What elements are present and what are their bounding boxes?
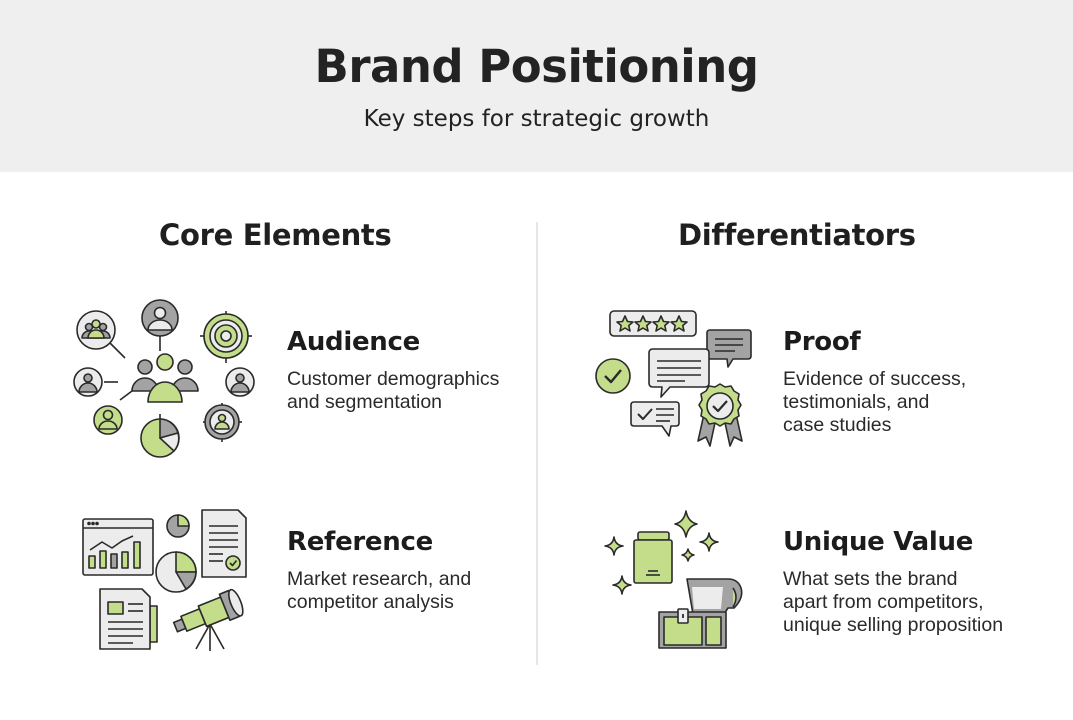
item-title-audience: Audience — [287, 327, 420, 357]
header-banner: Brand Positioning Key steps for strategi… — [0, 0, 1073, 172]
treasure-chest-icon — [604, 510, 743, 649]
item-desc-reference: Market research, and competitor analysis — [287, 568, 472, 613]
column-title-differentiators: Differentiators — [678, 218, 916, 252]
audience-network-icon — [73, 299, 255, 458]
item-desc-audience: Customer demographics and segmentation — [287, 368, 500, 413]
item-desc-proof: Evidence of success, testimonials, and c… — [783, 368, 967, 436]
item-title-unique-value: Unique Value — [783, 527, 974, 557]
testimonials-badge-icon — [595, 310, 752, 447]
page-subtitle: Key steps for strategic growth — [363, 106, 710, 132]
page-title: Brand Positioning — [314, 40, 759, 93]
item-title-reference: Reference — [287, 527, 433, 557]
item-desc-unique-value: What sets the brand apart from competito… — [783, 568, 1004, 636]
item-title-proof: Proof — [783, 327, 861, 357]
column-divider — [536, 222, 538, 665]
column-title-core-elements: Core Elements — [159, 218, 392, 252]
market-research-icon — [82, 509, 247, 651]
